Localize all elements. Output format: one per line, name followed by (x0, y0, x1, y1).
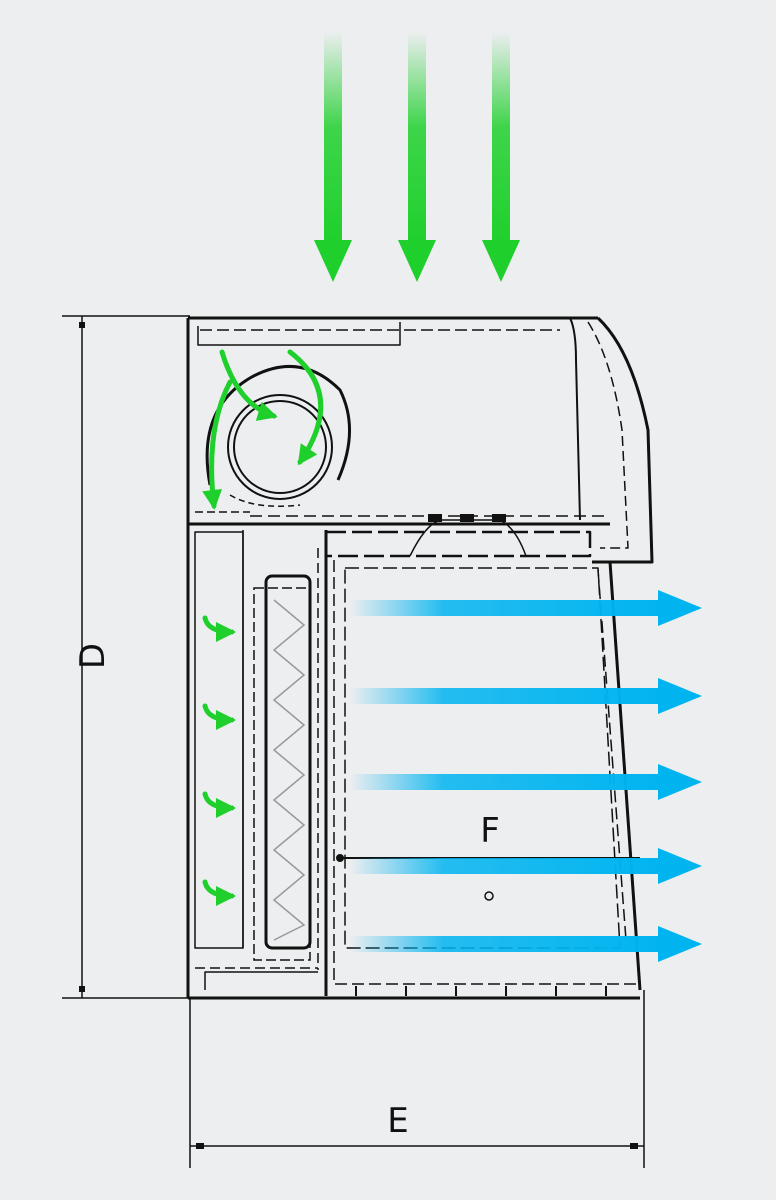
right-arrow-icon (350, 678, 702, 714)
dimension-d (62, 315, 190, 999)
outflow-arrows (350, 590, 702, 962)
right-arrow-icon (350, 590, 702, 626)
dimension-label-f: F (480, 811, 500, 851)
dimension-e (189, 990, 645, 1168)
right-arrow-icon (350, 764, 702, 800)
down-arrow-icon (482, 32, 520, 282)
right-arrow-icon (350, 848, 702, 884)
fan-icon (205, 365, 351, 507)
zigzag-filter-icon (253, 574, 312, 961)
dimension-label-e: E (387, 1101, 408, 1141)
dimension-label-d: D (73, 643, 113, 669)
inflow-arrows (314, 32, 520, 282)
fan-airflow-arrows (202, 349, 324, 510)
right-arrow-icon (350, 926, 702, 962)
plenum-inflow-arrows (202, 615, 236, 906)
cabinet-outline (186, 316, 654, 1000)
down-arrow-icon (314, 32, 352, 282)
down-arrow-icon (398, 32, 436, 282)
